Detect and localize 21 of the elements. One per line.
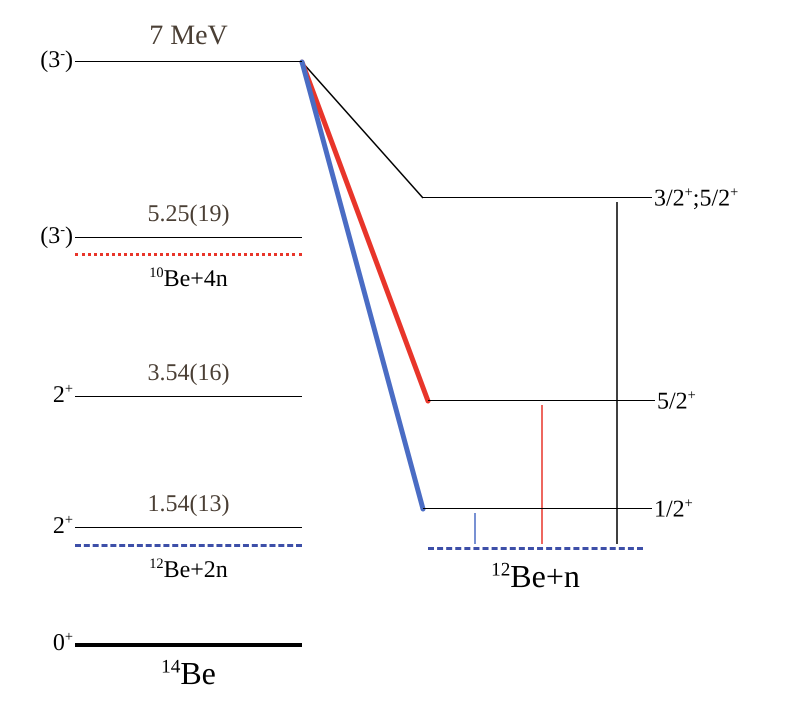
spin-parity-label: 2$^{+}$ [52, 382, 73, 407]
transition-line [541, 405, 543, 544]
threshold-label: $^{12}$Be+n [491, 560, 580, 592]
spin-parity-label: 3/2$^{+}$;5/2$^{+}$ [654, 186, 738, 210]
spin-parity-label: 0$^{+}$ [52, 630, 73, 655]
nucleus-label: $^{14}$Be [161, 657, 216, 689]
spin-parity-label: (3$^{-}$) [40, 47, 73, 72]
spin-parity-label: 1/2$^{+}$ [654, 496, 693, 522]
energy-label: 5.25(19) [148, 202, 230, 226]
spin-parity-label: 2$^{+}$ [52, 513, 73, 538]
spin-parity-label: (3$^{-}$) [40, 223, 73, 248]
connector-line [300, 60, 430, 404]
connector-line [300, 60, 426, 512]
energy-label: 7 MeV [149, 22, 228, 50]
transition-line [616, 202, 618, 544]
energy-label: 1.54(13) [148, 492, 230, 516]
energy-label: 3.54(16) [148, 361, 230, 385]
threshold-label: $^{10}$Be+4n [149, 266, 228, 291]
transition-line [474, 513, 476, 544]
spin-parity-label: 5/2$^{+}$ [657, 388, 696, 414]
threshold-label: $^{12}$Be+2n [149, 557, 228, 582]
